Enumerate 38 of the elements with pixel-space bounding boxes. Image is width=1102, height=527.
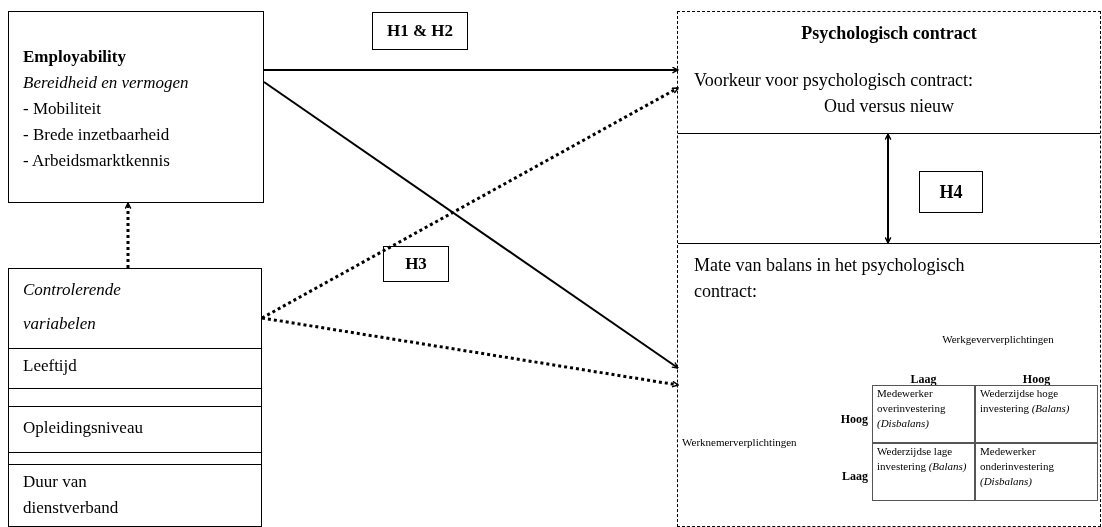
node-text: Duur van dienstverband [23, 471, 120, 519]
hypothesis-box [919, 171, 983, 213]
concept-panel [677, 11, 1101, 527]
table-label: Hoog [1021, 371, 1052, 388]
node-text: Psychologisch contract [800, 22, 978, 45]
node-text: H3 [405, 253, 427, 276]
arrow [884, 133, 892, 244]
arrow [263, 66, 679, 74]
node-text: Leeftijd [23, 355, 78, 377]
hypothesis-box [372, 12, 468, 50]
table-cell: Medewerker overinvestering (Disbalans) [872, 385, 975, 443]
concept-box [8, 11, 264, 203]
node-text: - Arbeidsmarktkennis [23, 150, 171, 172]
node-text: H1 & H2 [386, 20, 454, 43]
node-text: - Brede inzetbaarheid [23, 124, 171, 146]
node-text: Controlerende variabelen [23, 279, 122, 335]
arrow [261, 316, 679, 388]
node-text: Voorkeur voor psychologisch contract: [694, 69, 975, 92]
table-label: Laag [909, 371, 938, 388]
node-text: - Mobiliteit [23, 98, 102, 120]
table-label: Werkgeververplichtingen [941, 332, 1055, 347]
arrow [124, 202, 132, 268]
table-cell: Wederzijdse hoge investering (Balans) [975, 385, 1098, 443]
arrow [261, 86, 679, 320]
table-label: Werknemerverplichtingen [682, 435, 797, 450]
node-text: Mate van balans in het psychologisch contract: [694, 254, 966, 303]
table-cell: Wederzijdse lage investering (Balans) [872, 443, 975, 501]
node-text: Employability [23, 46, 127, 68]
hypothesis-box [383, 246, 449, 282]
table-label: Laag [841, 468, 868, 485]
arrow [263, 81, 679, 369]
node-text: Oud versus nieuw [823, 95, 955, 118]
variable-box [8, 268, 262, 527]
table-label: Hoog [839, 411, 868, 428]
node-text: H4 [939, 180, 963, 204]
node-text: Bereidheid en vermogen [23, 72, 190, 94]
table-cell: Medewerker onderinvestering (Disbalans) [975, 443, 1098, 501]
node-text: Opleidingsniveau [23, 417, 144, 439]
